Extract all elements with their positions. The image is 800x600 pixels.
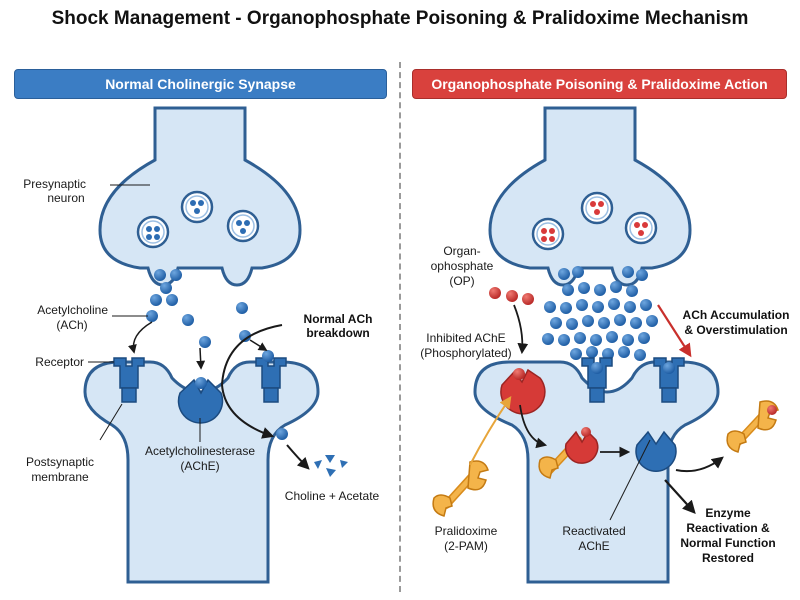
vesicle-right-3	[624, 211, 658, 245]
label-normal-ach: Normal ACh	[304, 312, 373, 326]
label-ache: (AChE)	[180, 459, 219, 473]
label-receptor: Receptor	[35, 355, 84, 369]
choline-acetate-fragments	[314, 455, 348, 477]
vesicle-right-2	[580, 191, 614, 225]
page-title: Shock Management - Organophosphate Poiso…	[51, 8, 749, 29]
panel-header-poisoning: Organophosphate Poisoning & Pralidoxime …	[412, 69, 787, 99]
label-reactivation: Reactivation &	[686, 521, 770, 535]
label-acetylcholine: Acetylcholine	[37, 303, 108, 317]
receptor-right-1	[581, 357, 613, 403]
reactivated-ache-enzyme	[635, 430, 677, 472]
ach-molecules-left	[146, 269, 288, 440]
label-membrane: membrane	[31, 470, 89, 484]
label-enzyme: Enzyme	[705, 506, 751, 520]
label-phosphorylated: (Phosphorylated)	[420, 346, 511, 360]
pralidoxime-wrench	[432, 460, 489, 517]
panel-divider	[399, 62, 401, 592]
vesicle-left-3	[226, 209, 260, 243]
label-postsynaptic: Postsynaptic	[26, 455, 94, 469]
label-normal-function: Normal Function	[680, 536, 775, 550]
vesicle-left-1	[136, 215, 170, 249]
vesicle-right-1	[531, 217, 565, 251]
label-breakdown: breakdown	[306, 326, 369, 340]
label-pralidoxime: Pralidoxime	[435, 524, 498, 538]
label-reactivated: Reactivated	[562, 524, 625, 538]
receptor-left-1	[113, 357, 145, 403]
label-ophosphate: ophosphate	[431, 259, 494, 273]
inhibited-ache-enzyme	[500, 368, 546, 415]
label-ach-accumulation: ACh Accumulation	[683, 308, 790, 322]
vesicle-left-2	[180, 190, 214, 224]
receptor-left-2	[255, 350, 287, 403]
label-neuron: neuron	[47, 191, 84, 205]
label-op: (OP)	[449, 274, 474, 288]
ache-enzyme-left	[177, 377, 224, 424]
receptor-right-2	[653, 357, 685, 403]
label-choline-acetate: Choline + Acetate	[285, 489, 380, 503]
label-presynaptic: Presynaptic	[23, 177, 86, 191]
released-pam-wrench	[726, 400, 779, 453]
label-organ: Organ-	[443, 244, 480, 258]
label-overstimulation: & Overstimulation	[684, 323, 787, 337]
label-2-pam: (2-PAM)	[444, 539, 488, 553]
label-restored: Restored	[702, 551, 754, 565]
panel-header-normal: Normal Cholinergic Synapse	[14, 69, 387, 99]
op-molecules	[489, 287, 534, 305]
label-acetylcholinesterase: Acetylcholinesterase	[145, 444, 255, 458]
label-reactivated-ache: AChE	[578, 539, 609, 553]
label-ach: (ACh)	[56, 318, 87, 332]
ach-accumulation-cluster	[542, 266, 658, 361]
pam-enzyme-complex	[538, 427, 599, 479]
label-inhibited-ache: Inhibited AChE	[426, 331, 505, 345]
